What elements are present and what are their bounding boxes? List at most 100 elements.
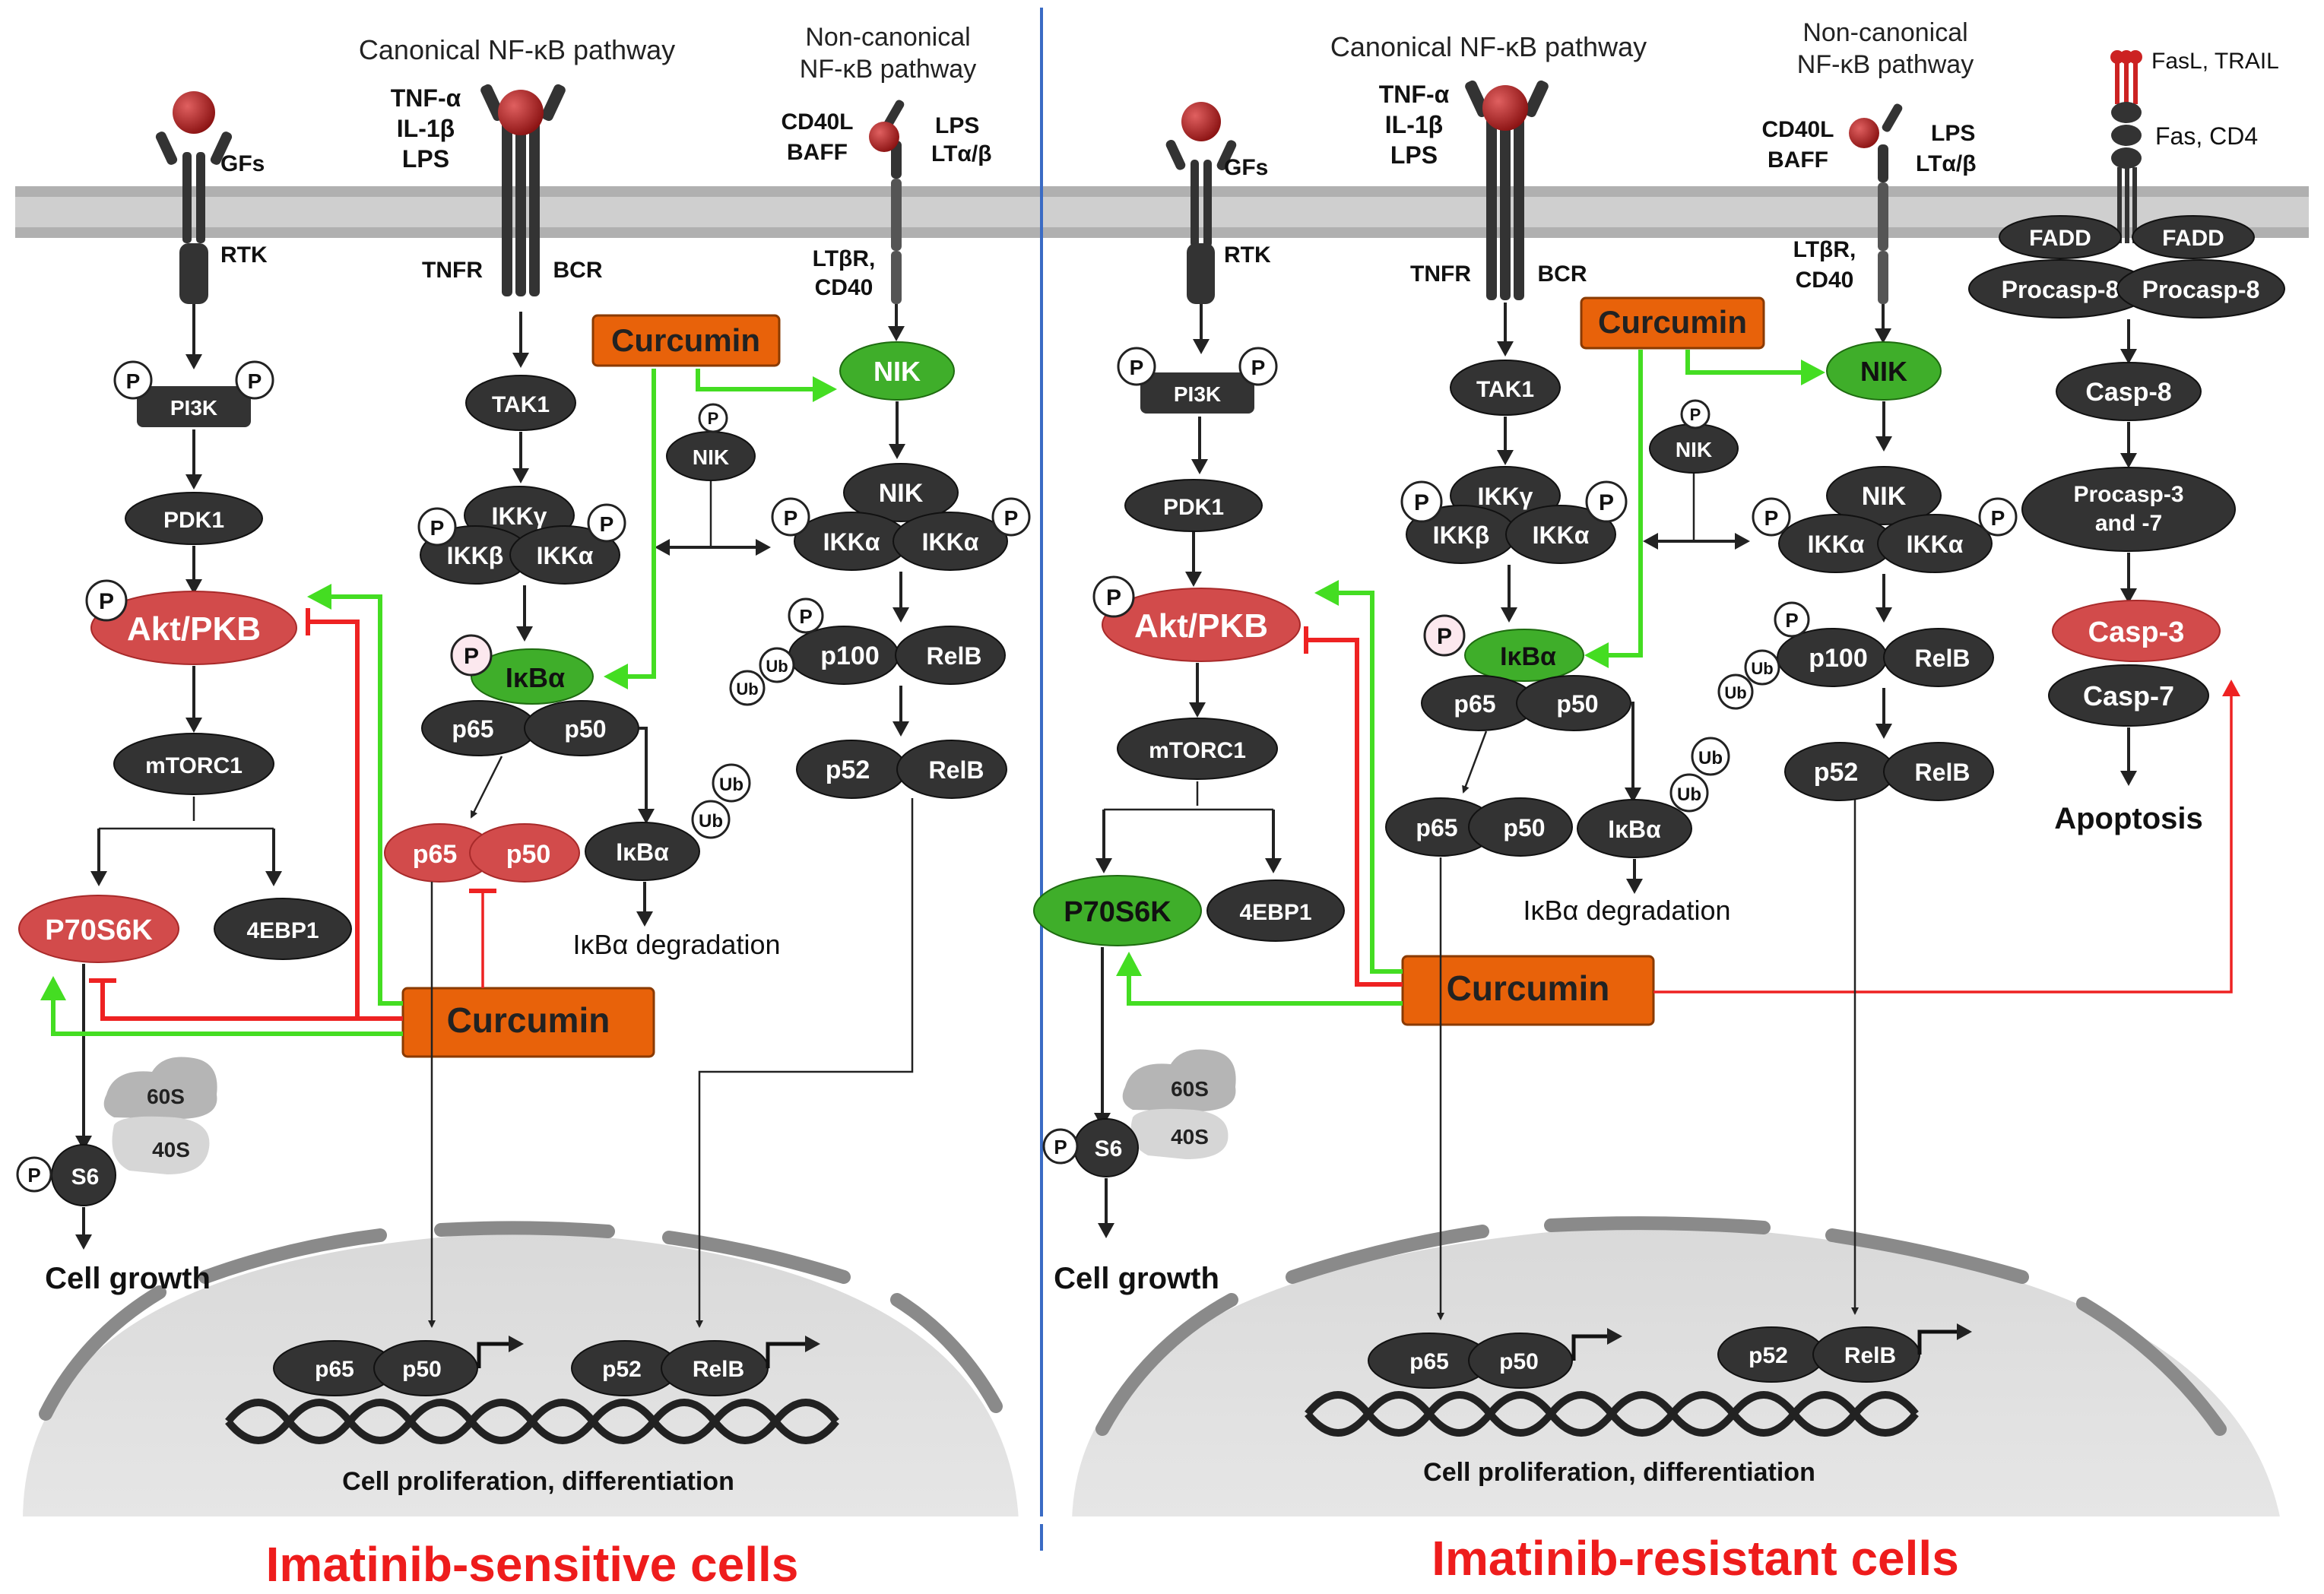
svg-text:Ub: Ub (1677, 784, 1701, 805)
curcumin-box-top-left: Curcumin (591, 314, 781, 367)
ikba-degradation-label-right: IκBα degradation (1523, 895, 1731, 926)
svg-text:P: P (799, 605, 812, 628)
svg-text:p100: p100 (820, 642, 880, 670)
pi3k-node-left: PI3K P P (113, 360, 274, 427)
svg-text:40S: 40S (1171, 1125, 1209, 1149)
ikk-complex-left: IKKγ IKKβ IKKα P P (417, 486, 626, 585)
tnfr-label-left: TNFR (422, 258, 483, 283)
svg-text:FADD: FADD (2162, 226, 2224, 251)
p70s6k-node-left: P70S6K (18, 895, 179, 963)
p70s6k-node-right: P70S6K (1033, 875, 1202, 946)
ltbr-label-left: LTβR, (813, 246, 876, 271)
svg-text:NIK: NIK (1862, 482, 1907, 511)
svg-text:PDK1: PDK1 (1163, 495, 1224, 520)
svg-text:P: P (1599, 490, 1614, 515)
svg-text:IKKα: IKKα (1808, 531, 1865, 558)
svg-text:Ub: Ub (1698, 748, 1723, 768)
svg-text:NIK: NIK (1676, 438, 1712, 461)
4ebp1-node-left: 4EBP1 (214, 898, 352, 960)
rtk-receptor-left (155, 91, 233, 304)
svg-text:IKKβ: IKKβ (447, 542, 504, 569)
baff-label-left: BAFF (787, 140, 848, 165)
fas-receptor (2110, 50, 2142, 243)
tnf-ligand-label-right-3: LPS (1390, 141, 1438, 169)
nik-ikk-complex-left: NIK IKKα IKKα P P (771, 463, 1031, 571)
svg-text:IκBα: IκBα (616, 838, 669, 866)
ikba-degraded-right: IκBα Ub Ub (1577, 737, 1730, 858)
svg-text:P: P (1991, 506, 2005, 530)
svg-text:P: P (1414, 490, 1429, 515)
svg-text:P: P (126, 369, 141, 393)
p65-p50-free-right: p65 p50 (1385, 797, 1573, 857)
svg-text:PI3K: PI3K (1174, 382, 1221, 406)
tnf-ligand-label-1: TNF-α (391, 84, 461, 112)
curcumin-box-bottom-left: Curcumin (401, 987, 655, 1058)
fadd-procasp8-complex: FADD FADD Procasp-8 Procasp-8 (1968, 215, 2285, 318)
noncanonical-title-left-1: Non-canonical (805, 23, 970, 52)
ikba-node-left: IκBα P (450, 634, 594, 705)
svg-text:IKKα: IKKα (1907, 531, 1964, 558)
svg-text:Ub: Ub (766, 657, 788, 676)
svg-text:p65: p65 (315, 1357, 354, 1382)
nucleus-right (1072, 1216, 2281, 1520)
svg-text:PI3K: PI3K (170, 396, 217, 420)
apoptosis-label: Apoptosis (2054, 802, 2203, 835)
fas-label: Fas, CD4 (2155, 122, 2258, 150)
svg-text:Curcumin: Curcumin (1598, 304, 1747, 340)
ribosome-right: 60S 40S (1122, 1049, 1236, 1159)
svg-text:Ub: Ub (736, 680, 758, 699)
canonical-title-left: Canonical NF-κB pathway (359, 34, 675, 65)
lps-label-right: LPS (1931, 121, 1975, 146)
lta-label-left: LTα/β (931, 141, 992, 166)
svg-text:p52: p52 (602, 1357, 642, 1382)
cell-proliferation-label-right: Cell proliferation, differentiation (1423, 1458, 1815, 1487)
svg-text:60S: 60S (1171, 1077, 1209, 1101)
svg-text:Akt/PKB: Akt/PKB (1134, 607, 1268, 645)
rtk-label-left: RTK (220, 242, 268, 268)
pdk1-node-left: PDK1 (125, 492, 263, 545)
svg-text:p50: p50 (402, 1357, 442, 1382)
rtk-label-right: RTK (1224, 242, 1271, 268)
bcr-label-right: BCR (1538, 261, 1587, 287)
svg-text:and -7: and -7 (2095, 511, 2162, 536)
rtk-receptor-right (1165, 102, 1237, 304)
p65-p50-red-left: p65 p50 (384, 823, 580, 883)
svg-text:p50: p50 (1499, 1349, 1539, 1374)
nucleus-left (23, 1221, 1019, 1520)
svg-text:P: P (248, 369, 262, 393)
svg-text:p52: p52 (826, 756, 870, 784)
svg-text:RelB: RelB (693, 1357, 744, 1382)
tnfr-receptor-right (1465, 80, 1549, 300)
svg-text:RelB: RelB (927, 642, 982, 670)
casp8-node: Casp-8 (2056, 362, 2202, 421)
mtorc1-node-right: mTORC1 (1117, 718, 1278, 780)
baff-label-right: BAFF (1768, 147, 1828, 173)
svg-text:p50: p50 (1503, 814, 1545, 841)
ikk-complex-right: IKKγ IKKβ IKKα P P (1400, 466, 1628, 564)
gfs-label-right: GFs (1224, 155, 1268, 180)
svg-text:P: P (27, 1164, 40, 1187)
svg-text:NIK: NIK (879, 479, 924, 508)
svg-text:Curcumin: Curcumin (1447, 968, 1610, 1008)
svg-text:RelB: RelB (929, 756, 984, 784)
title-imatinib-sensitive: Imatinib-sensitive cells (266, 1537, 799, 1592)
tnfr-label-right: TNFR (1410, 261, 1471, 287)
svg-text:P: P (1437, 624, 1452, 649)
svg-text:P: P (1004, 506, 1019, 530)
svg-text:NIK: NIK (1860, 356, 1907, 387)
svg-text:60S: 60S (147, 1085, 185, 1108)
svg-text:IKKγ: IKKγ (492, 502, 547, 530)
svg-text:S6: S6 (71, 1165, 100, 1190)
ikba-degradation-label-left: IκBα degradation (573, 929, 781, 960)
svg-text:Casp-3: Casp-3 (2088, 616, 2185, 648)
tnf-ligand-label-2: IL-1β (397, 115, 455, 142)
canonical-title-right: Canonical NF-κB pathway (1330, 31, 1647, 62)
svg-text:P: P (784, 506, 798, 530)
svg-text:IκBα: IκBα (506, 662, 565, 693)
svg-text:TAK1: TAK1 (492, 392, 550, 417)
tnfr-receptor-left (480, 84, 566, 296)
svg-text:IKKα: IKKα (823, 528, 880, 556)
p100-relb-right: p100 RelB P Ub Ub (1717, 601, 1994, 710)
p100-relb-left: p100 RelB P Ub Ub (729, 597, 1006, 706)
bcr-label-left: BCR (553, 258, 603, 283)
